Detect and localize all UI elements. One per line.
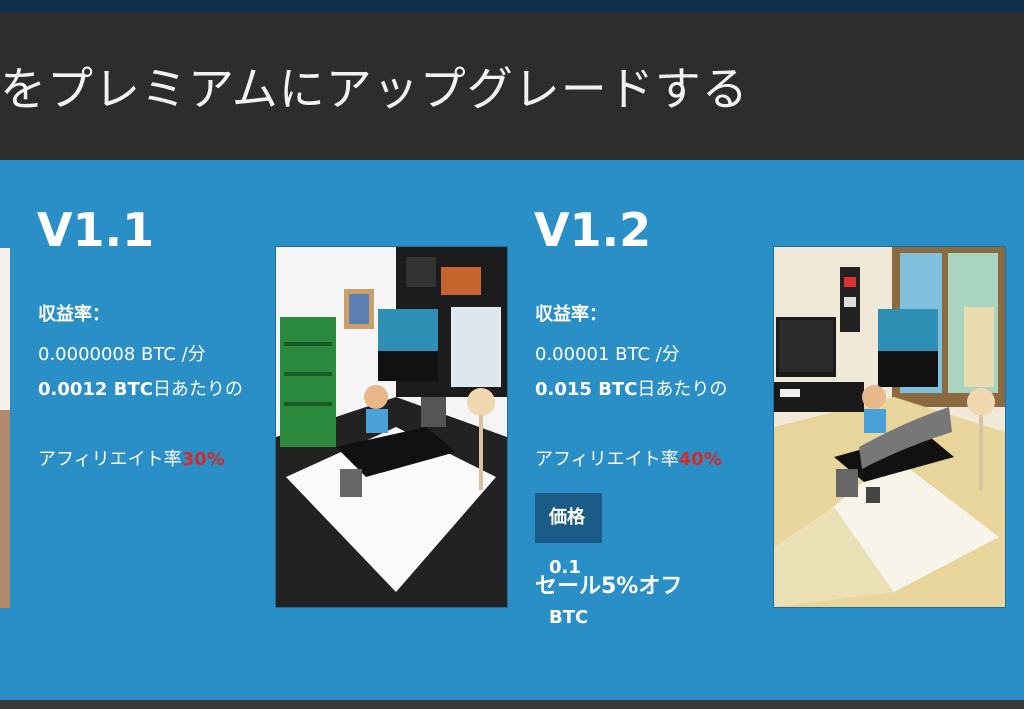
top-strip bbox=[0, 0, 1024, 12]
plan-title: V1.1 bbox=[37, 203, 155, 257]
page-title: をプレミアムにアップグレードする bbox=[0, 62, 749, 116]
rate-per-day: 0.0012 BTC日あたりの bbox=[38, 375, 243, 401]
office-room-v1-1-illustration bbox=[276, 247, 507, 607]
office-room-v1-1-image bbox=[275, 246, 508, 608]
plans-panel: V1.1 収益率： 0.0000008 BTC /分 0.0012 BTC日あた… bbox=[0, 160, 1024, 700]
rate-per-day-suffix: 日あたりの bbox=[152, 379, 243, 400]
rate-per-day-value: 0.0012 BTC bbox=[38, 379, 153, 400]
profit-label: 収益率： bbox=[535, 304, 607, 325]
profit-label: 収益率： bbox=[38, 304, 110, 325]
affiliate-rate: アフィリエイト率40% bbox=[535, 445, 722, 471]
affiliate-rate: アフィリエイト率30% bbox=[38, 445, 225, 471]
rate-per-day-suffix: 日あたりの bbox=[637, 379, 728, 400]
rate-per-minute: 0.0000008 BTC /分 bbox=[38, 344, 206, 365]
affiliate-label: アフィリエイト率 bbox=[38, 449, 182, 470]
office-room-v1-2-image bbox=[773, 246, 1006, 608]
affiliate-value: 40% bbox=[678, 449, 722, 470]
bottom-strip bbox=[0, 700, 1024, 709]
previous-plan-image-edge bbox=[0, 248, 10, 608]
plan-title: V1.2 bbox=[534, 203, 652, 257]
office-room-v1-2-illustration bbox=[774, 247, 1005, 607]
affiliate-label: アフィリエイト率 bbox=[535, 449, 679, 470]
rate-per-minute: 0.00001 BTC /分 bbox=[535, 344, 680, 365]
header: をプレミアムにアップグレードする bbox=[0, 12, 1024, 160]
rate-per-day: 0.015 BTC日あたりの bbox=[535, 375, 727, 401]
affiliate-value: 30% bbox=[181, 449, 225, 470]
price-button[interactable]: 価格0.1 BTC bbox=[535, 493, 603, 628]
sale-label: セール5%オフ bbox=[535, 574, 683, 599]
rate-per-day-value: 0.015 BTC bbox=[535, 379, 638, 400]
